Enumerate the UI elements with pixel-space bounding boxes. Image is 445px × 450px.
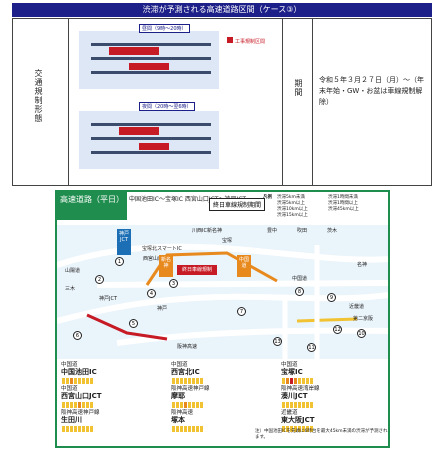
ic-item-6: 阪神高速塚本 [171,410,194,424]
footnote: 注）中国池田ICを先頭に6時台を最大45km未満の渋滞が予測されます。 [255,429,388,440]
legend-item: 渋滞45km以上 [328,207,359,212]
ic-item-3: 阪神高速神戸線生田川 [61,410,100,424]
place-meishin: 名神 [357,262,368,268]
place-kawanishi: 川西IC [192,228,207,234]
regulation-tag: 終日車線規制期間 [209,198,266,211]
place-suita: 吹田 [297,228,308,234]
num-1: 1 [115,257,124,266]
num-6: 6 [73,331,82,340]
legend-item: 渋滞1時間以上 [328,201,358,206]
place-hanshin: 阪神高速 [177,344,198,350]
ic-item-10: 近畿道東大阪JCT [281,410,315,424]
place-kobe: 神戸 [157,306,168,312]
place-kinki: 近畿道 [349,304,365,310]
num-12: 12 [333,325,342,334]
day-caption: 昼間（9時〜20時） [139,24,190,33]
diagram-cell: 工事規制区間 昼間（9時〜20時） 夜間（20時〜翌6時） [69,19,283,185]
work-zone [139,143,169,150]
legend-title: 凡例 [263,195,272,200]
place-takarazuka: 宝塚 [222,238,233,244]
place-chugoku: 中国道 [292,276,308,282]
place-sanyo: 山陽道 [65,268,81,274]
period-label-cell: 期間 [283,19,313,185]
place-miki: 三木 [65,286,76,292]
num-7: 7 [237,307,246,316]
map-subtitle: 中国池田IC〜宝塚IC 西宮山口JCT〜神戸JCT [129,196,247,203]
sign-chugoku: 中国道 [237,255,251,277]
legend-item: 渋滞15km以上 [277,213,308,218]
ic-item-8: 中国道宝塚IC [281,362,303,376]
num-9: 9 [327,293,336,302]
header-title: 渋滞が予測される高速道路区間（ケース③） [12,3,432,17]
regulation-label: 交通規制形態 [34,69,43,123]
place-smart-ic: 宝塚北スマートIC [142,246,182,252]
legend-item: 渋滞5km以上 [277,201,305,206]
sign-regulation: 終日車線規制 [177,265,217,275]
day-diagram [79,31,219,89]
work-zone [129,63,169,70]
ic-item-5: 阪神高速神戸線摩耶 [171,386,210,400]
num-3: 3 [169,279,178,288]
place-toyonaka: 豊中 [267,228,278,234]
place-nishinomiya-jct: 西宮山口JCT [143,256,172,262]
sign-shinmeishin: 新名神 [159,255,173,277]
ic-item-2: 中国道西宮山口JCT [61,386,102,400]
label-cell: 交通規制形態 [13,19,69,185]
ic-item-4: 中国道西宮北IC [171,362,200,376]
place-ibaraki: 茨木 [327,228,338,234]
map-title: 高速道路（平日） [57,192,127,220]
num-8: 8 [295,287,304,296]
regulation-table: 交通規制形態 工事規制区間 昼間（9時〜20時） 夜間（20時〜翌6時） 期間 … [12,18,432,186]
place-shinmeishin: 新名神 [207,228,223,234]
legend-item: 渋滞5km未満 [277,195,305,200]
period-text: 令和５年３月２７日（月）〜（年末年始・GW・お盆は車線規制解除） [319,76,424,106]
place-kobe-jct: 神戸JCT [99,296,118,302]
num-11: 11 [307,343,316,352]
work-legend: 工事規制区間 [235,39,266,45]
num-13: 13 [273,337,282,346]
traffic-map: 高速道路（平日） 中国池田IC〜宝塚IC 西宮山口JCT〜神戸JCT 終日車線規… [55,190,390,448]
num-10: 10 [357,329,366,338]
road-network [56,243,389,359]
legend-swatch [227,37,233,43]
ic-item-1: 中国道中国池田IC [61,362,97,376]
place-daini-keihan: 第二京阪 [353,316,374,322]
legend-item: 渋滞10km以上 [277,207,308,212]
ic-item-9: 阪神高速湾岸線湊川JCT [281,386,320,400]
num-2: 2 [95,275,104,284]
legend: 凡例 渋滞5km未満 渋滞5km以上 渋滞10km以上 渋滞15km以上 渋滞1… [263,194,388,224]
work-zone [119,127,159,135]
night-caption: 夜間（20時〜翌6時） [139,102,195,111]
sign-kobe-jct: 神戸JCT [117,229,131,255]
work-zone [109,47,159,55]
night-diagram [79,111,219,169]
legend-item: 渋滞1時間未満 [328,195,358,200]
period-label: 期間 [294,79,303,97]
map-area: 新名神 宝塚 中国道 山陽道 神戸 阪神高速 近畿道 第二京阪 名神 三木 神戸… [56,225,389,359]
num-4: 4 [147,289,156,298]
num-5: 5 [129,319,138,328]
